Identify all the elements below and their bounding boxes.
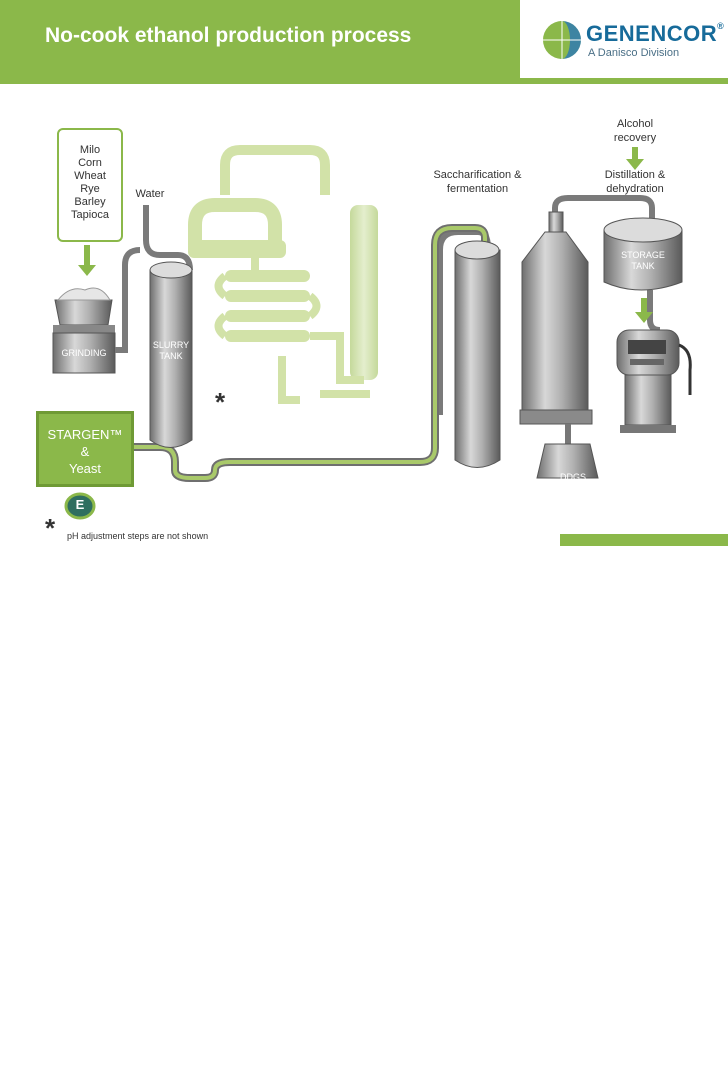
green-flow-pipe <box>125 224 489 482</box>
ddgs-label: DDGS <box>559 472 586 482</box>
fuel-pump-icon <box>616 329 692 433</box>
fermentation-tank <box>454 240 501 468</box>
genencor-logo: GENENCOR® A Danisco Division <box>540 14 724 70</box>
stargen-label: STARGEN™ <box>47 427 123 442</box>
grain-barley: Barley <box>74 196 106 208</box>
slurry-tank <box>149 261 193 448</box>
yeast-label: Yeast <box>68 461 102 476</box>
background-equipment <box>188 145 378 404</box>
grain-arrow <box>78 245 96 276</box>
logo-subtitle: A Danisco Division <box>588 47 680 59</box>
pump-arrow <box>635 298 653 323</box>
slide-title: No-cook ethanol production process <box>45 24 412 47</box>
grain-corn: Corn <box>78 157 102 169</box>
header-divider <box>0 78 728 84</box>
grinder <box>52 287 116 374</box>
grain-list: Milo Corn Wheat Rye Barley Tapioca <box>59 144 121 222</box>
grain-tapioca: Tapioca <box>71 209 109 221</box>
ph-asterisk-marker: * <box>215 387 226 417</box>
distillation-label: Distillation & dehydration <box>604 169 666 195</box>
slide-header: No-cook ethanol production process GENEN… <box>0 0 728 84</box>
storage-tank-label: STORAGE TANK <box>621 250 665 271</box>
footnote-asterisk: * <box>45 513 56 543</box>
alcohol-recovery-label: Alcohol recovery <box>613 118 657 144</box>
grain-inputs-box: Milo Corn Wheat Rye Barley Tapioca <box>57 128 123 242</box>
e-badge-icon <box>64 492 96 520</box>
distillation-column <box>519 211 599 479</box>
title-bar: No-cook ethanol production process <box>0 0 520 78</box>
globe-leaf-icon <box>543 21 581 59</box>
saccharification-label: Saccharification & fermentation <box>433 169 522 195</box>
grain-wheat: Wheat <box>74 170 106 182</box>
process-diagram <box>52 145 692 520</box>
slurry-tank-label: SLURRY TANK <box>152 340 190 361</box>
recovery-arrow <box>626 147 644 170</box>
e-badge-letter: E <box>75 497 85 512</box>
logo-name: GENENCOR® <box>586 21 725 46</box>
page-number: 10 <box>704 1068 716 1079</box>
stargen-list: STARGEN™ & Yeast <box>39 426 131 477</box>
grain-milo: Milo <box>79 144 101 156</box>
footer-bar: 10 <box>560 534 728 1079</box>
grain-rye: Rye <box>80 183 100 195</box>
water-label: Water <box>135 188 165 200</box>
grinding-label: GRINDING <box>61 348 107 358</box>
storage-tank <box>603 217 683 291</box>
stargen-yeast-box: STARGEN™ & Yeast <box>36 411 134 487</box>
ampersand-label: & <box>80 444 90 459</box>
footnote-text: pH adjustment steps are not shown <box>67 531 209 541</box>
